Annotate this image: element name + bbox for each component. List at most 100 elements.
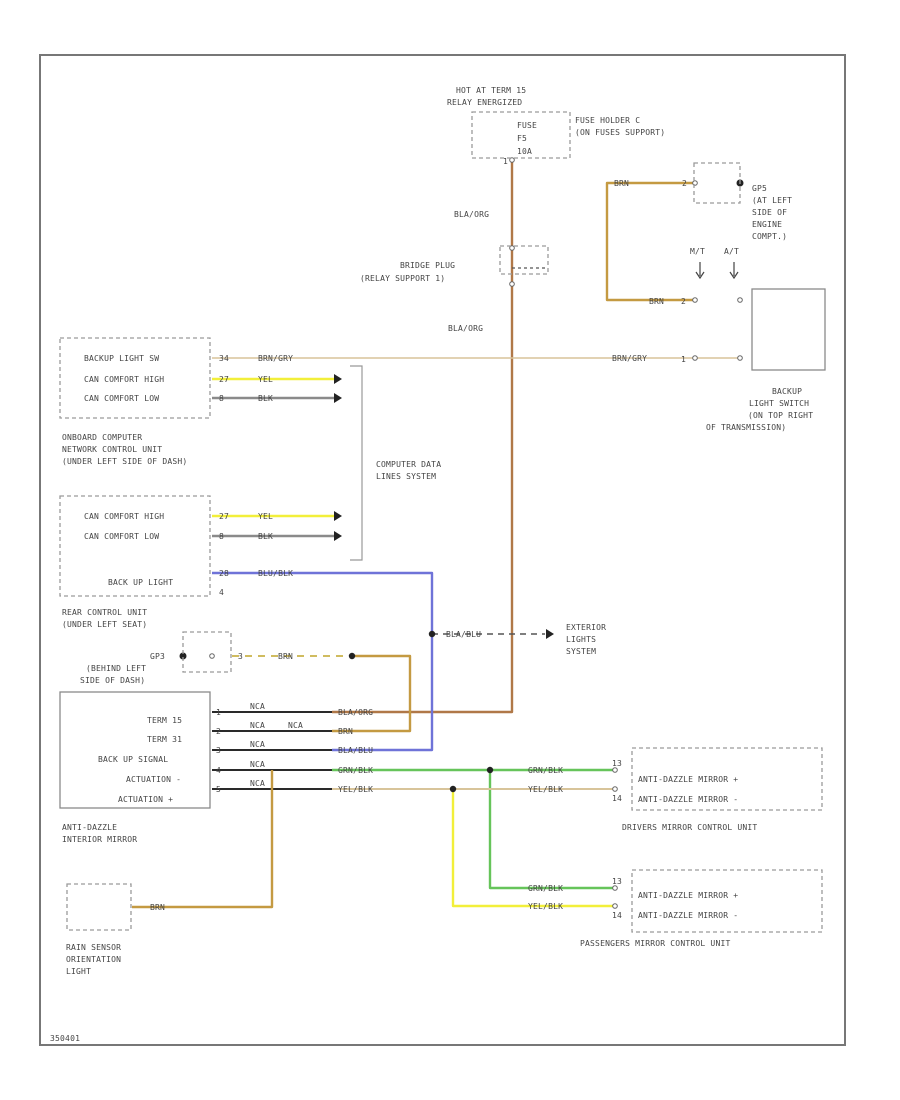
at-arrow	[729, 262, 739, 280]
wire-label-blk-1: BLK	[258, 394, 273, 403]
exterior-label-0: EXTERIOR	[566, 623, 606, 632]
backup-switch-caption-3: OF TRANSMISSION)	[706, 423, 786, 432]
mirror-row-0: TERM 15	[147, 716, 182, 725]
connector-pin	[509, 157, 515, 163]
onboard-pin-1: 27	[219, 375, 229, 384]
wire-label-bla-blu: BLA/BLU	[446, 630, 481, 639]
mirror-row-1: TERM 31	[147, 735, 182, 744]
wire-label-brn-gp: BRN	[278, 652, 293, 661]
drv-wire-grn-blk: GRN/BLK	[528, 766, 563, 775]
connector-pin	[612, 903, 618, 909]
bridge-plug-label-2: (RELAY SUPPORT 1)	[360, 274, 445, 283]
mirror-pin-0: 1	[216, 708, 221, 717]
wire-blu-blk	[212, 571, 434, 752]
mirror-pin-4: 5	[216, 785, 221, 794]
gp5-label-0: GP5	[752, 184, 767, 193]
backup-light-switch-box	[751, 288, 826, 371]
passenger-pin-1: 14	[612, 911, 622, 920]
wire-yel-blk-pass	[451, 789, 615, 908]
backup-switch-caption-0: BACKUP	[772, 387, 802, 396]
passenger-caption: PASSENGERS MIRROR CONTROL UNIT	[580, 939, 731, 948]
mirror-caption-1: INTERIOR MIRROR	[62, 835, 137, 844]
wire-label-brn-rain: BRN	[150, 903, 165, 912]
backup-switch-caption-1: LIGHT SWITCH	[749, 399, 809, 408]
passenger-row-0: ANTI-DAZZLE MIRROR +	[638, 891, 738, 900]
wire-marker-t31: NCA	[288, 721, 303, 730]
splice-dot	[179, 652, 187, 660]
splice-dot	[428, 630, 436, 638]
wire-marker-1: NCA	[250, 702, 265, 711]
mirror-wire-bla-blu: BLA/BLU	[338, 746, 373, 755]
mirror-row-3: ACTUATION -	[126, 775, 181, 784]
wire-marker-5: NCA	[250, 779, 265, 788]
data-lines-label-1: LINES SYSTEM	[376, 472, 436, 481]
rear-row-1: CAN COMFORT LOW	[84, 532, 159, 541]
exterior-arrow	[546, 629, 554, 639]
gp5-label-3: ENGINE	[752, 220, 782, 229]
switch-pin-1: 2	[681, 297, 686, 306]
gp5-label-2: SIDE OF	[752, 208, 787, 217]
gp3-id: GP3	[150, 652, 165, 661]
wire-label-blk-2: BLK	[258, 532, 273, 541]
onboard-pin-2: 8	[219, 394, 224, 403]
connector-pin	[509, 245, 515, 251]
document-id: 350401	[50, 1034, 80, 1043]
onboard-caption-2: (UNDER LEFT SIDE OF DASH)	[62, 457, 187, 466]
rear-pin-3: 4	[219, 588, 224, 597]
splice-dot	[449, 785, 457, 793]
driver-pin-0: 13	[612, 759, 622, 768]
driver-pin-1: 14	[612, 794, 622, 803]
gp5-box	[693, 162, 741, 204]
mt-arrow	[695, 262, 705, 280]
connector-pin	[612, 786, 618, 792]
wire-brn-term31	[332, 654, 412, 733]
bridge-plug-label-1: BRIDGE PLUG	[400, 261, 455, 270]
mirror-pin-1: 2	[216, 727, 221, 736]
fuse-title-2: RELAY ENERGIZED	[447, 98, 522, 107]
wire-label-blu-blk: BLU/BLK	[258, 569, 293, 578]
drivers-mirror-unit-box	[631, 747, 823, 811]
fuse-holder-2: (ON FUSES SUPPORT)	[575, 128, 665, 137]
onboard-caption-1: NETWORK CONTROL UNIT	[62, 445, 162, 454]
gp3-pin: 3	[238, 652, 243, 661]
pas-wire-yel-blk: YEL/BLK	[528, 902, 563, 911]
fuse-inner-1: FUSE	[517, 121, 537, 130]
mirror-pin-3: 4	[216, 766, 221, 775]
connector-pin	[692, 297, 698, 303]
onboard-row-0: BACKUP LIGHT SW	[84, 354, 159, 363]
wire-label-brn-gry-2: BRN/GRY	[612, 354, 647, 363]
drv-wire-yel-blk: YEL/BLK	[528, 785, 563, 794]
wire-label-brn-mid: BRN	[649, 297, 664, 306]
rear-pin-1: 8	[219, 532, 224, 541]
switch-pin-2: 1	[681, 355, 686, 364]
passenger-row-1: ANTI-DAZZLE MIRROR -	[638, 911, 738, 920]
mirror-wire-brn: BRN	[338, 727, 353, 736]
rain-caption-1: ORIENTATION	[66, 955, 121, 964]
onboard-pin-0: 34	[219, 354, 229, 363]
rear-row-2: BACK UP LIGHT	[108, 578, 173, 587]
splice-dot	[348, 652, 356, 660]
rear-caption-1: (UNDER LEFT SEAT)	[62, 620, 147, 629]
mirror-wire-bla-org: BLA/ORG	[338, 708, 373, 717]
backup-switch-caption-2: (ON TOP RIGHT	[748, 411, 813, 420]
rain-caption-2: LIGHT	[66, 967, 91, 976]
onboard-row-2: CAN COMFORT LOW	[84, 394, 159, 403]
wire-label-brn-top: BRN	[614, 179, 629, 188]
rain-caption-0: RAIN SENSOR	[66, 943, 121, 952]
data-lines-bracket	[350, 365, 363, 561]
mirror-caption-0: ANTI-DAZZLE	[62, 823, 117, 832]
at-label: A/T	[724, 247, 739, 256]
gp3-line-0: (BEHIND LEFT	[86, 664, 146, 673]
wire-bla-org	[332, 160, 514, 714]
wire-brn-rain	[132, 770, 274, 909]
onboard-row-1: CAN COMFORT HIGH	[84, 375, 164, 384]
wire-marker-3: NCA	[250, 740, 265, 749]
fuse-pin: 1	[503, 157, 508, 166]
onboard-can-low-arrow	[334, 393, 342, 403]
connector-pin	[509, 281, 515, 287]
fuse-inner-3: 10A	[517, 147, 532, 156]
connector-pin	[612, 885, 618, 891]
driver-row-1: ANTI-DAZZLE MIRROR -	[638, 795, 738, 804]
driver-caption: DRIVERS MIRROR CONTROL UNIT	[622, 823, 757, 832]
